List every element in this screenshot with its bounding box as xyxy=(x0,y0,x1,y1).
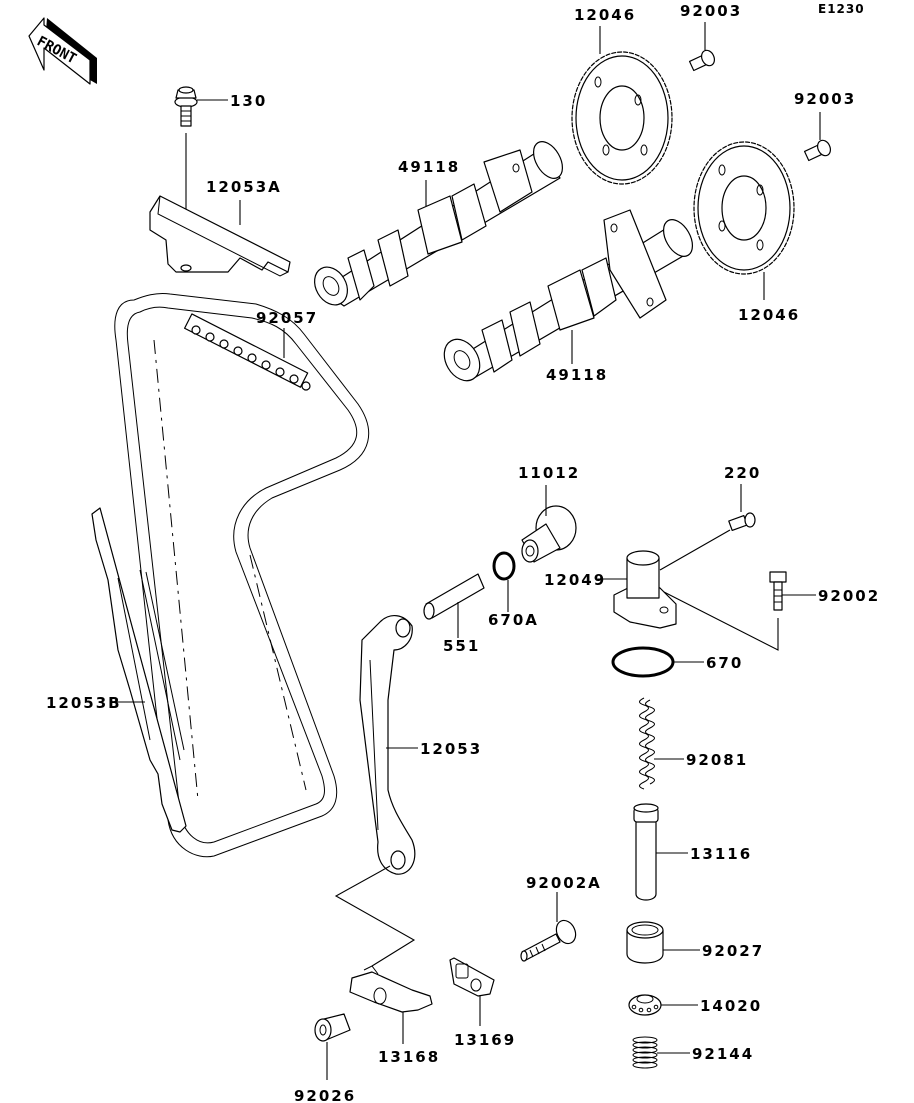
camshaft-icon xyxy=(314,141,564,307)
bolt-icon xyxy=(174,86,198,127)
sprocket-icon xyxy=(571,51,673,185)
part-label-49118-upper: 49118 xyxy=(398,158,460,176)
part-92002[interactable]: 92002 xyxy=(769,571,880,611)
chain-guide-icon xyxy=(359,615,416,875)
part-label-12053B: 12053B xyxy=(46,694,122,712)
screw-icon xyxy=(728,512,756,532)
part-label-14020: 14020 xyxy=(700,997,762,1015)
part-670[interactable]: 670 xyxy=(611,646,743,678)
part-12049[interactable]: 12049 xyxy=(544,550,779,651)
part-label-92057: 92057 xyxy=(256,309,318,327)
part-92144[interactable]: 92144 xyxy=(632,1036,754,1069)
chain-guide-icon xyxy=(91,507,187,833)
chain-guide-icon xyxy=(149,195,291,277)
spring-icon xyxy=(639,697,655,790)
retainer-icon xyxy=(628,994,662,1016)
part-label-12053: 12053 xyxy=(420,740,482,758)
part-92026[interactable]: 92026 xyxy=(294,1013,356,1103)
part-label-12049: 12049 xyxy=(544,571,606,589)
part-label-551: 551 xyxy=(443,637,480,655)
part-220[interactable]: 220 xyxy=(659,464,761,571)
part-label-11012: 11012 xyxy=(518,464,580,482)
bolt-icon xyxy=(520,919,577,962)
part-551[interactable]: 551 xyxy=(423,573,485,655)
cap-icon xyxy=(521,505,577,563)
part-label-92027: 92027 xyxy=(702,942,764,960)
collar-icon xyxy=(626,921,664,964)
part-label-49118-lower: 49118 xyxy=(546,366,608,384)
part-label-12046-upper: 12046 xyxy=(574,6,636,24)
part-label-670: 670 xyxy=(706,654,743,672)
o-ring-icon xyxy=(492,551,516,581)
part-12046-upper[interactable]: 12046 xyxy=(571,6,673,185)
part-label-92002A: 92002A xyxy=(526,874,602,892)
part-92057[interactable]: 92057 xyxy=(114,293,370,858)
part-92003-upper[interactable]: 92003 xyxy=(680,2,742,72)
part-label-92003-lower: 92003 xyxy=(794,90,856,108)
part-label-670A: 670A xyxy=(488,611,539,629)
part-49118-upper[interactable]: 49118 xyxy=(308,137,568,311)
part-92027[interactable]: 92027 xyxy=(626,921,764,964)
part-label-92003-upper: 92003 xyxy=(680,2,742,20)
part-12053B[interactable]: 12053B xyxy=(46,507,187,833)
part-label-130: 130 xyxy=(230,92,267,110)
part-13168[interactable]: 13168 xyxy=(349,965,440,1066)
part-label-13169: 13169 xyxy=(454,1031,516,1049)
part-label-12046-lower: 12046 xyxy=(738,306,800,324)
o-ring-icon xyxy=(611,646,675,678)
tensioner-body-icon xyxy=(613,550,677,629)
part-label-92002: 92002 xyxy=(818,587,880,605)
front-arrow-icon: FRONT xyxy=(28,17,97,85)
bolt-icon xyxy=(769,571,787,611)
bolt-icon xyxy=(688,49,716,72)
part-92081[interactable]: 92081 xyxy=(639,697,749,790)
part-14020[interactable]: 14020 xyxy=(628,994,762,1016)
part-12046-lower[interactable]: 12046 xyxy=(693,141,800,324)
sprocket-icon xyxy=(693,141,795,275)
part-13116[interactable]: 13116 xyxy=(633,803,752,901)
part-label-92144: 92144 xyxy=(692,1045,754,1063)
part-label-13116: 13116 xyxy=(690,845,752,863)
rod-icon xyxy=(633,803,659,901)
camshaft-icon xyxy=(443,209,694,382)
part-92002A[interactable]: 92002A xyxy=(520,874,602,962)
part-49118-lower[interactable]: 49118 xyxy=(437,209,698,387)
bolt-icon xyxy=(803,139,832,162)
cam-chain-icon xyxy=(114,293,370,858)
part-label-92026: 92026 xyxy=(294,1087,356,1103)
part-130[interactable]: 130 xyxy=(174,86,267,268)
part-12053[interactable]: 12053 xyxy=(359,615,482,875)
reference-code: E1230 xyxy=(818,2,865,16)
part-label-13168: 13168 xyxy=(378,1048,440,1066)
part-label-12053A: 12053A xyxy=(206,178,282,196)
bushing-icon xyxy=(314,1013,351,1042)
part-label-92081: 92081 xyxy=(686,751,748,769)
lever-icon xyxy=(349,965,433,1013)
part-12053A[interactable]: 12053A xyxy=(149,178,291,277)
spring-icon xyxy=(632,1036,658,1069)
pin-icon xyxy=(423,573,485,620)
part-13169[interactable]: 13169 xyxy=(449,957,516,1049)
part-92003-lower[interactable]: 92003 xyxy=(794,90,856,162)
part-label-220: 220 xyxy=(724,464,761,482)
part-670A[interactable]: 670A xyxy=(488,551,539,629)
plate-icon xyxy=(449,957,495,997)
part-11012[interactable]: 11012 xyxy=(518,464,580,563)
